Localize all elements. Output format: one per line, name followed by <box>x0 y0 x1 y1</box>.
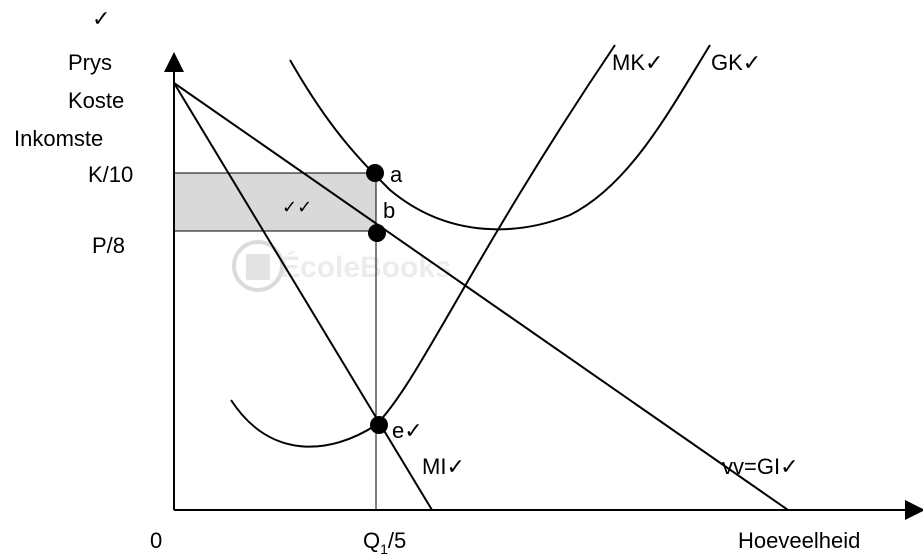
watermark: ÉcoleBooks <box>232 240 452 292</box>
y-label-prys: Prys <box>68 50 112 75</box>
average-cost-curve <box>289 44 711 231</box>
point-e <box>370 416 388 434</box>
top-check: ✓ <box>92 6 110 31</box>
point-a-label: a <box>390 162 403 187</box>
y-label-koste: Koste <box>68 88 124 113</box>
watermark-text: ÉcoleBooks <box>280 250 452 284</box>
point-b-label: b <box>383 198 395 223</box>
origin-label: 0 <box>150 528 162 553</box>
mk-label: MK✓ <box>612 50 663 75</box>
cost-label: K/10 <box>88 162 133 187</box>
demand-curve <box>173 82 789 511</box>
demand-label: vv=GI✓ <box>722 454 799 479</box>
y-label-inkomste: Inkomste <box>14 126 103 151</box>
marginal-revenue-curve <box>173 82 433 511</box>
marginal-cost-curve <box>230 44 616 448</box>
point-a <box>366 164 384 182</box>
gk-label: GK✓ <box>711 50 761 75</box>
point-b <box>368 224 386 242</box>
mi-label: MI✓ <box>422 454 465 479</box>
x-axis-label: Hoeveelheid <box>738 528 860 553</box>
loss-area <box>173 172 377 232</box>
price-label: P/8 <box>92 233 125 258</box>
point-e-label: e✓ <box>392 418 423 443</box>
shaded-marks: ✓✓ <box>282 197 312 218</box>
quantity-label: Q1/5 <box>363 528 406 556</box>
